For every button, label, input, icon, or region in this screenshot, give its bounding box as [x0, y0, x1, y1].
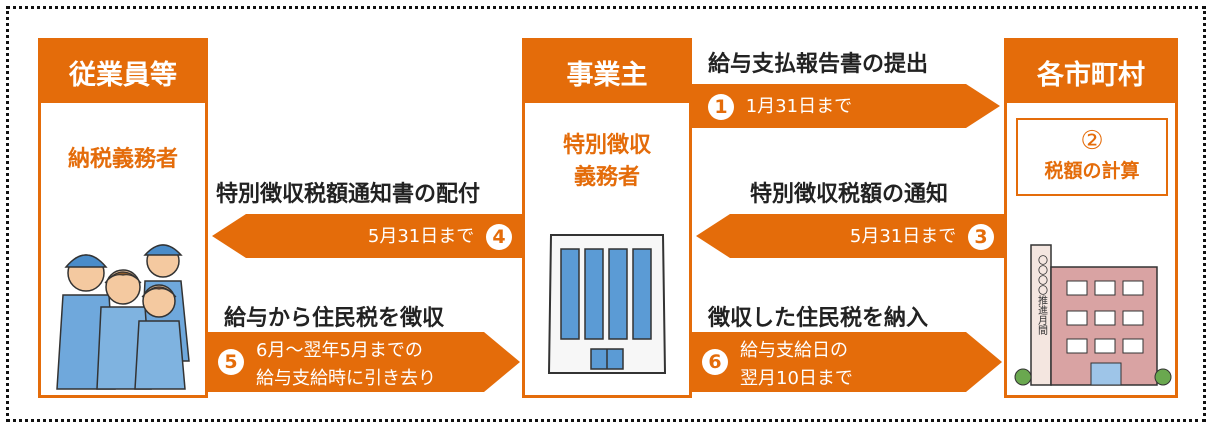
workers-illustration — [56, 244, 190, 390]
flow-3-caption: 特別徴収税額の通知 — [750, 182, 949, 207]
flow-5-arrow: 5 6月～翌年5月までの 給与支給時に引き去り — [208, 328, 522, 396]
flow-3-arrow: 5月31日まで 3 — [692, 206, 1004, 266]
city-hall-building-icon: 〇〇〇〇推進月間 — [1014, 244, 1172, 386]
tax-calculation-label: 税額の計算 — [1044, 160, 1140, 182]
employer-column: 事業主 特別徴収 義務者 — [522, 38, 692, 398]
diagram-frame — [6, 6, 1206, 422]
employee-column: 従業員等 納税義務者 — [38, 38, 208, 398]
step-2-number: ② — [1080, 126, 1104, 156]
flow-5-caption: 給与から住民税を徴収 — [224, 306, 445, 331]
employer-title: 事業主 — [525, 41, 689, 103]
flow-6-caption: 徴収した住民税を納入 — [708, 306, 929, 331]
taxpayer-label: 納税義務者 — [67, 147, 178, 172]
employee-title: 従業員等 — [41, 41, 205, 103]
flow-6-number: 6 — [702, 349, 728, 375]
tax-calculation-box: ② 税額の計算 — [1016, 118, 1168, 196]
withholding-agent-line2: 義務者 — [573, 165, 640, 190]
flow-4-caption: 特別徴収税額通知書の配付 — [216, 182, 481, 207]
flow-5-detail-line1: 6月～翌年5月までの — [256, 340, 423, 361]
flow-6-detail-line2: 翌月10日まで — [740, 368, 853, 389]
flow-3-deadline: 5月31日まで — [849, 226, 957, 247]
flow-4-number: 4 — [486, 224, 512, 250]
building-sign-text: 〇〇〇〇推進月間 — [1036, 255, 1048, 336]
flow-5-detail-line2: 給与支給時に引き去り — [256, 368, 436, 389]
flow-6-arrow: 6 給与支給日の 翌月10日まで — [692, 328, 1004, 396]
flow-1-arrow: 1 1月31日まで — [692, 76, 1004, 136]
municipality-column: 各市町村 〇〇〇〇推進月間 — [1004, 38, 1178, 398]
municipality-title: 各市町村 — [1007, 41, 1175, 103]
flow-1-caption: 給与支払報告書の提出 — [708, 52, 929, 77]
withholding-agent-line1: 特別徴収 — [562, 133, 651, 158]
flow-6-detail-line1: 給与支給日の — [740, 340, 848, 361]
flow-1-number: 1 — [708, 94, 734, 120]
flow-3-number: 3 — [968, 224, 994, 250]
flow-1-deadline: 1月31日まで — [745, 96, 853, 117]
flow-5-number: 5 — [218, 349, 244, 375]
flow-4-deadline: 5月31日まで — [367, 226, 475, 247]
office-building-icon — [547, 234, 667, 374]
flow-4-arrow: 5月31日まで 4 — [208, 206, 522, 266]
